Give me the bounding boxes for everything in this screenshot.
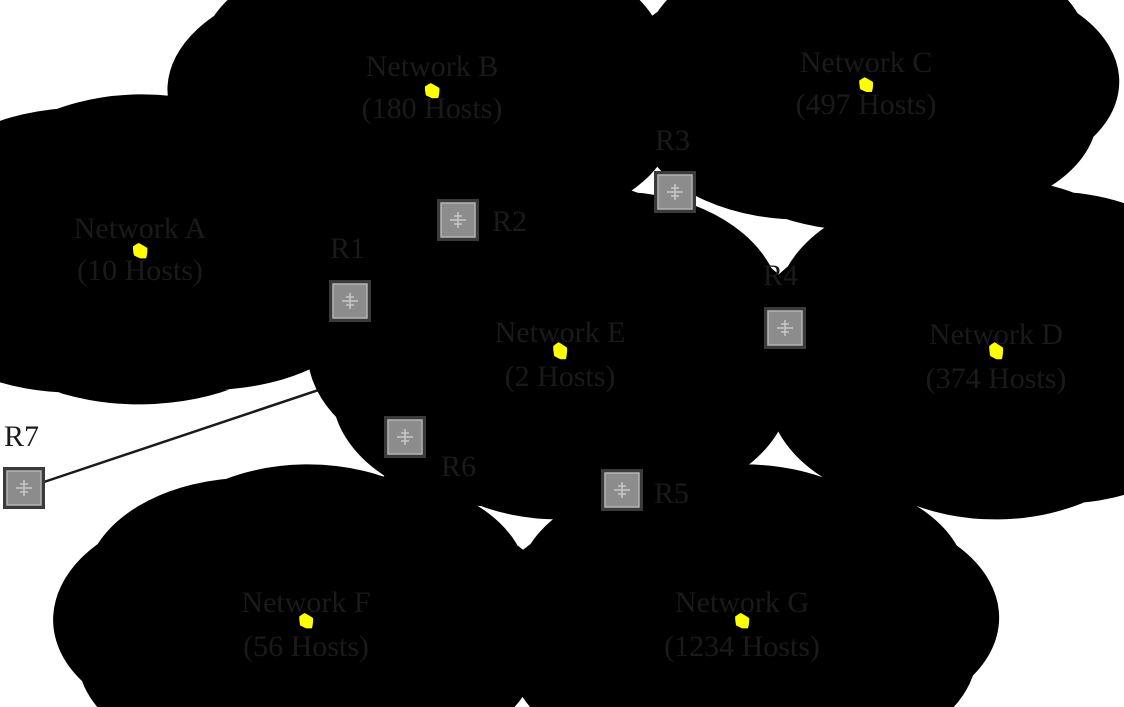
router-r1-label: R1: [330, 232, 365, 265]
network-f-hosts: (56 Hosts): [243, 630, 369, 663]
router-r6-label: R6: [441, 450, 476, 483]
router-r4-icon: [764, 307, 806, 349]
router-r5-label: R5: [654, 477, 689, 510]
network-b-hosts: (180 Hosts): [362, 92, 503, 125]
router-r3-icon: [654, 171, 696, 213]
router-r7-icon: [3, 467, 45, 509]
network-g-hosts: (1234 Hosts): [664, 630, 820, 663]
router-r2-icon: [437, 199, 479, 241]
network-d-name: Network D: [929, 318, 1063, 351]
router-r6-icon: [384, 416, 426, 458]
network-g-cloud: [617, 546, 867, 692]
network-c-hosts: (497 Hosts): [796, 88, 937, 121]
network-a-hosts: (10 Hosts): [77, 254, 203, 287]
network-f-cloud: [183, 546, 429, 692]
router-r7-label: R7: [4, 420, 39, 453]
network-c-name: Network C: [800, 46, 932, 79]
network-e-name: Network E: [495, 316, 626, 349]
network-a-cloud: [12, 176, 268, 322]
network-f-name: Network F: [241, 586, 370, 619]
router-r4-label: R4: [763, 259, 798, 292]
router-r3-label: R3: [655, 124, 690, 157]
router-r5-icon: [601, 469, 643, 511]
network-b-name: Network B: [366, 50, 498, 83]
network-labels: Network A (10 Hosts) Network B (180 Host…: [74, 46, 1067, 663]
network-g-name: Network G: [675, 586, 809, 619]
network-b-cloud: [303, 18, 560, 160]
network-d-hosts: (374 Hosts): [926, 362, 1067, 395]
network-e-cloud: [437, 269, 683, 429]
router-r2-label: R2: [492, 205, 527, 238]
networks-layer: [12, 14, 1119, 692]
router-labels: R1 R2 R3 R4 R5 R6 R7: [4, 124, 798, 510]
network-e-hosts: (2 Hosts): [505, 360, 616, 393]
network-a-name: Network A: [74, 212, 207, 245]
routers-layer: [3, 171, 806, 511]
network-c-cloud: [743, 14, 989, 153]
router-r1-icon: [329, 280, 371, 322]
